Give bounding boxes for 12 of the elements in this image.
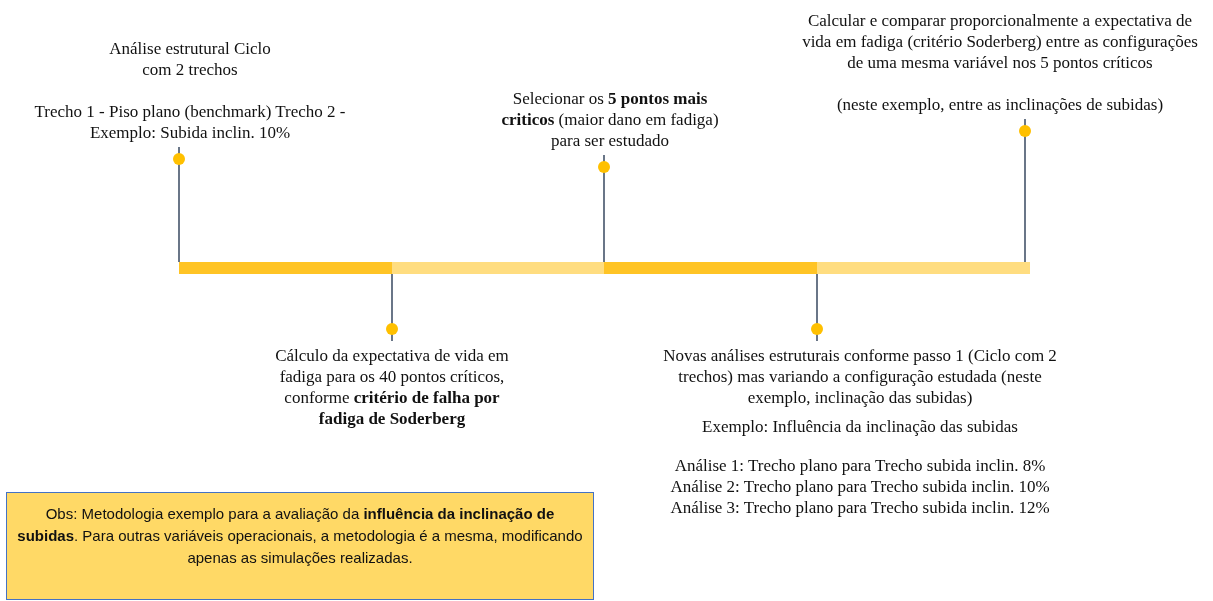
step-text: Análise 3: Trecho plano para Trecho subida inclin. 12% (669, 497, 1051, 518)
step-text: Calcular e comparar proporcionalmente a expectativa de vida em fadiga (critério Soderberg) entre as configurações de uma mesma variável nos 5 pontos críticos (801, 10, 1199, 73)
step-text: Exemplo: Influência da inclinação das subidas (701, 416, 1019, 437)
step-text: Trecho 1 - Piso plano (benchmark) Trecho 2 - Exemplo: Subida inclin. 10% (33, 101, 347, 143)
step-text: Cálculo da expectativa de vida em fadiga para os 40 pontos críticos, conforme critério de falha por fadiga de Soderberg (274, 345, 510, 429)
step-text: Análise estrutural Ciclo com 2 trechos (108, 38, 272, 80)
step-text: Novas análises estruturais conforme passo 1 (Ciclo com 2 trechos) mas variando a configuração estudada (neste exemplo, inclinação das subidas) (662, 345, 1058, 408)
step-text: Análise 2: Trecho plano para Trecho subida inclin. 10% (669, 476, 1051, 497)
step-text: Análise 1: Trecho plano para Trecho subida inclin. 8% (673, 455, 1047, 476)
note-box: Obs: Metodologia exemplo para a avaliação da influência da inclinação de subidas. Para outras variáveis operacionais, a metodologia é a mesma, modificando apenas as simulações realizadas. (6, 492, 594, 600)
step-text: (neste exemplo, entre as inclinações de subidas) (835, 94, 1165, 115)
step-text: Selecionar os 5 pontos mais criticos (maior dano em fadiga) para ser estudado (500, 88, 720, 151)
